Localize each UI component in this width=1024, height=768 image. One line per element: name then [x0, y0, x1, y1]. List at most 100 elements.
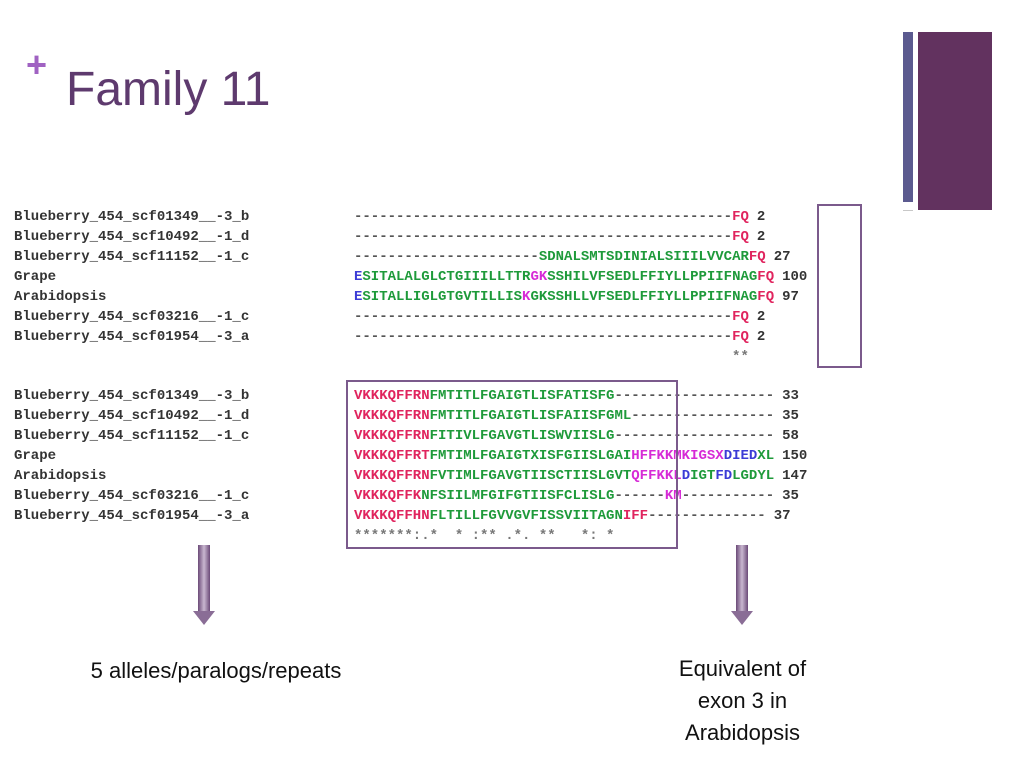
caption-right-line-1: Equivalent of [678, 656, 807, 681]
residue-segment: VKKKQFFRN [354, 388, 430, 404]
residue-segment: XL [757, 448, 775, 464]
residue-segment: ------------------- [614, 428, 775, 444]
residue-segment: GK [530, 269, 548, 285]
residue-count: 2 [756, 309, 766, 325]
residue-segment: IFF [622, 508, 649, 524]
residue-segment: FQ [748, 249, 766, 265]
highlight-box-exon3 [346, 380, 678, 549]
residue-segment: GKSSHLLVFSEDLFFIYLLPPIIFNAG [530, 289, 758, 305]
residue-segment: FQ [757, 269, 775, 285]
sequence-residues: VKKKQFFRTFMTIMLFGAIGTXISFGIISLGAIHFFKKMK… [354, 446, 774, 466]
residue-count: 33 [782, 388, 799, 404]
residue-count: 97 [782, 289, 799, 305]
residue-segment: ----------------------------------------… [354, 309, 733, 325]
residue-segment: LGDYL [732, 468, 775, 484]
sequence-name: Blueberry_454_scf01349__-3_b [14, 209, 250, 225]
sequence-residues: VKKKQFFRNFMTITLFGAIGTLISFATISFG---------… [354, 386, 774, 406]
residue-count: 100 [782, 269, 808, 285]
sequence-name: Arabidopsis [14, 289, 107, 305]
residue-segment: FQ [732, 329, 749, 345]
consensus-spacer [14, 347, 354, 367]
alignment-row: Blueberry_454_scf03216__-1_c VKKKQFFKNFSI… [14, 486, 807, 506]
alignment-row: Blueberry_454_scf10492__-1_d ------------… [14, 227, 807, 247]
sequence-name: Blueberry_454_scf10492__-1_d [14, 229, 250, 245]
consensus-symbols: ** [354, 349, 749, 365]
residue-count: 147 [782, 468, 808, 484]
alignment-row: Grape VKKKQFFRTFMTIMLFGAIGTXISFGIISLGAIHF… [14, 446, 807, 466]
caption-left: 5 alleles/paralogs/repeats [90, 658, 342, 683]
residue-count: 2 [756, 329, 766, 345]
residue-count: 35 [782, 408, 799, 424]
plus-bullet: + [26, 44, 48, 85]
alignment-block-1: Blueberry_454_scf01349__-3_b ------------… [14, 207, 807, 367]
down-arrow-left [193, 545, 215, 625]
consensus-spacer [14, 526, 354, 546]
residue-segment: VKKKQFFRN [354, 408, 430, 424]
alignment-row: Grape ESITALALGLCTGIIILLTTRGKSSHILVFSEDLF… [14, 267, 807, 287]
residue-segment: SSHILVFSEDLFFIYLLPPIIFNAG [547, 269, 758, 285]
alignment-row: Blueberry_454_scf01349__-3_b ------------… [14, 207, 807, 227]
residue-segment: QFFKKL [631, 468, 682, 484]
residue-segment: VKKKQFFRN [354, 468, 430, 484]
residue-segment: VKKKQFFRN [354, 428, 430, 444]
residue-segment: FQ [732, 209, 749, 225]
sequence-residues: ----------------------SDNALSMTSDINIALSII… [354, 247, 766, 267]
sequence-name: Blueberry_454_scf01954__-3_a [14, 508, 250, 524]
residue-segment: FQ [757, 289, 775, 305]
alignment-row: Blueberry_454_scf11152__-1_c ------------… [14, 247, 807, 267]
highlight-box-fq [817, 204, 862, 368]
alignment-row: Arabidopsis ESITALLIGLGTGVTILLISKGKSSHLLV… [14, 287, 807, 307]
decor-bar-thin [903, 32, 913, 202]
residue-segment: FMTITLFGAIGTLISFATISFG [429, 388, 615, 404]
residue-segment: E [354, 269, 363, 285]
residue-segment: ------ [614, 488, 665, 504]
residue-segment: IGT [690, 468, 716, 484]
residue-count: 27 [773, 249, 791, 265]
caption-right-line-2: exon 3 in [697, 688, 788, 713]
residue-count: 35 [782, 488, 799, 504]
sequence-name: Blueberry_454_scf03216__-1_c [14, 488, 250, 504]
residue-segment: FQ [732, 309, 749, 325]
sequence-name: Blueberry_454_scf11152__-1_c [14, 249, 250, 265]
sequence-name: Grape [14, 448, 57, 464]
residue-segment: SDNALSMTSDINIALSIIILVVCAR [538, 249, 749, 265]
residue-segment: SITALALGLCTGIIILLTTR [362, 269, 531, 285]
down-arrow-right [731, 545, 753, 625]
alignment-row: Blueberry_454_scf03216__-1_c ------------… [14, 307, 807, 327]
residue-segment: ----------------------------------------… [354, 229, 733, 245]
sequence-residues: ESITALLIGLGTGVTILLISKGKSSHLLVFSEDLFFIYLL… [354, 287, 774, 307]
residue-segment: ----------------------------------------… [354, 209, 733, 225]
residue-segment: NFSIILMFGIFGTIISFCLISLG [421, 488, 615, 504]
residue-segment: FMTITLFGAIGTLISFAIISFGML [429, 408, 632, 424]
residue-segment: ------------------- [614, 388, 775, 404]
sequence-residues: ----------------------------------------… [354, 307, 749, 327]
residue-segment: FQ [732, 229, 749, 245]
decor-bar-gap [913, 32, 918, 210]
residue-segment: VKKKQFFK [354, 488, 422, 504]
caption-right: Equivalent of exon 3 in Arabidopsis [640, 653, 845, 749]
consensus-symbols: *******:.* * :** .*. ** *: * [354, 528, 615, 544]
sequence-name: Blueberry_454_scf03216__-1_c [14, 309, 250, 325]
sequence-residues: ESITALALGLCTGIIILLTTRGKSSHILVFSEDLFFIYLL… [354, 267, 774, 287]
residue-segment: SITALLIGLGTGVTILLIS [362, 289, 523, 305]
sequence-name: Grape [14, 269, 57, 285]
residue-segment: E [354, 289, 363, 305]
residue-segment: VKKKQFFHN [354, 508, 430, 524]
sequence-residues: VKKKQFFRNFMTITLFGAIGTLISFAIISFGML-------… [354, 406, 774, 426]
residue-segment: VKKKQFFRT [354, 448, 430, 464]
residue-segment: FVTIMLFGAVGTIISCTIISLGVT [429, 468, 632, 484]
sequence-residues: ----------------------------------------… [354, 227, 749, 247]
residue-segment: D [681, 468, 691, 484]
alignment-row: Blueberry_454_scf01954__-3_a------------… [14, 327, 807, 347]
sequence-residues: VKKKQFFRNFVTIMLFGAVGTIISCTIISLGVTQFFKKLD… [354, 466, 774, 486]
decor-bar-underline [903, 202, 913, 211]
decor-bar-wide [918, 32, 992, 210]
sequence-residues: VKKKQFFRNFITIVLFGAVGTLISWVIISLG---------… [354, 426, 774, 446]
residue-segment: FD [715, 468, 733, 484]
residue-segment: FLTILLFGVVGVFISSVIITAGN [429, 508, 623, 524]
